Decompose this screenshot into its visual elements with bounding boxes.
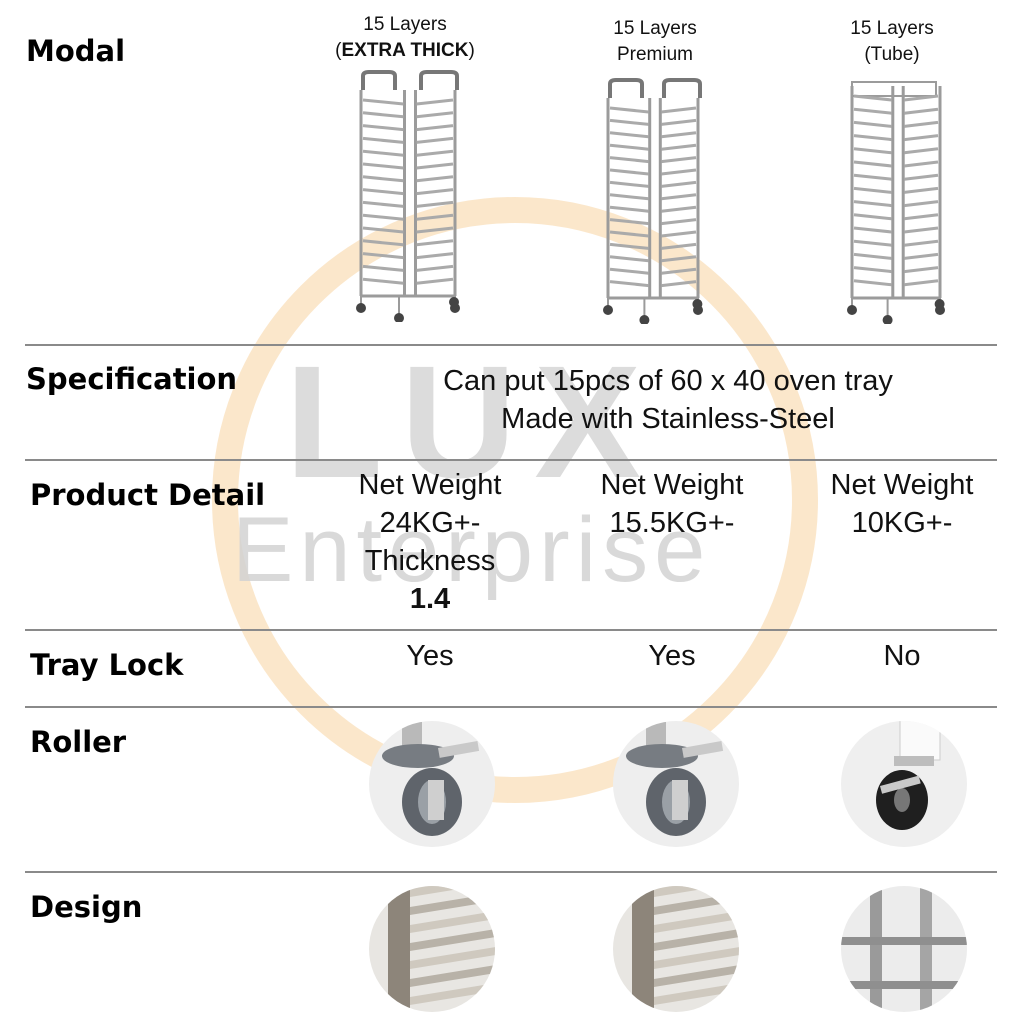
spec-line: Made with Stainless-Steel (501, 403, 835, 435)
tray-lock-2: Yes (648, 640, 696, 672)
design-image-1 (369, 886, 495, 1012)
paren: ) (468, 40, 475, 61)
model-title-2: 15 Layers Premium (555, 16, 755, 68)
weight-value: 24KG+- (379, 507, 481, 539)
title-line: Premium (616, 44, 693, 65)
model-title-1: 15 Layers (EXTRA THICK) (300, 12, 510, 64)
design-image-2 (613, 886, 739, 1012)
divider (25, 344, 997, 346)
divider (25, 706, 997, 708)
weight-label: Net Weight (600, 469, 744, 501)
paren: ( (335, 40, 342, 61)
divider (25, 459, 997, 461)
title-line: (EXTRA THICK) (300, 38, 510, 64)
weight-value: 15.5KG+- (609, 507, 735, 539)
rack-image-extra-thick (356, 70, 460, 322)
specification-text: Can put 15pcs of 60 x 40 oven tray Made … (300, 362, 1024, 438)
product-detail-3: Net Weight 10KG+- (782, 466, 1022, 542)
title-line: 15 Layers (850, 18, 934, 39)
row-label-design: Design (30, 890, 143, 924)
title-line: (Tube) (864, 44, 920, 65)
rack-image-tube (847, 81, 945, 324)
weight-label: Net Weight (358, 469, 502, 501)
model-title-3: 15 Layers (Tube) (792, 16, 992, 68)
title-bold: EXTRA THICK (341, 40, 469, 61)
weight-label: Net Weight (830, 469, 974, 501)
roller-image-1 (369, 721, 495, 847)
divider (25, 871, 997, 873)
roller-image-3 (841, 721, 967, 847)
roller-image-2 (613, 721, 739, 847)
product-detail-2: Net Weight 15.5KG+- (552, 466, 792, 542)
rack-image-premium (603, 78, 703, 324)
thickness-label: Thickness (364, 545, 496, 577)
row-label-specification: Specification (26, 362, 238, 396)
row-label-tray-lock: Tray Lock (30, 648, 184, 682)
divider (25, 629, 997, 631)
row-label-roller: Roller (30, 725, 127, 759)
tray-lock-1: Yes (406, 640, 454, 672)
row-label-modal: Modal (26, 34, 126, 68)
spec-line: Can put 15pcs of 60 x 40 oven tray (443, 365, 893, 397)
weight-value: 10KG+- (851, 507, 953, 539)
thickness-value: 1.4 (409, 583, 451, 615)
design-image-3 (841, 886, 967, 1012)
product-detail-1: Net Weight 24KG+- Thickness 1.4 (310, 466, 550, 618)
row-label-product-detail: Product Detail (30, 478, 266, 512)
title-line: 15 Layers (613, 18, 697, 39)
tray-lock-3: No (883, 640, 921, 672)
title-line: 15 Layers (363, 14, 447, 35)
